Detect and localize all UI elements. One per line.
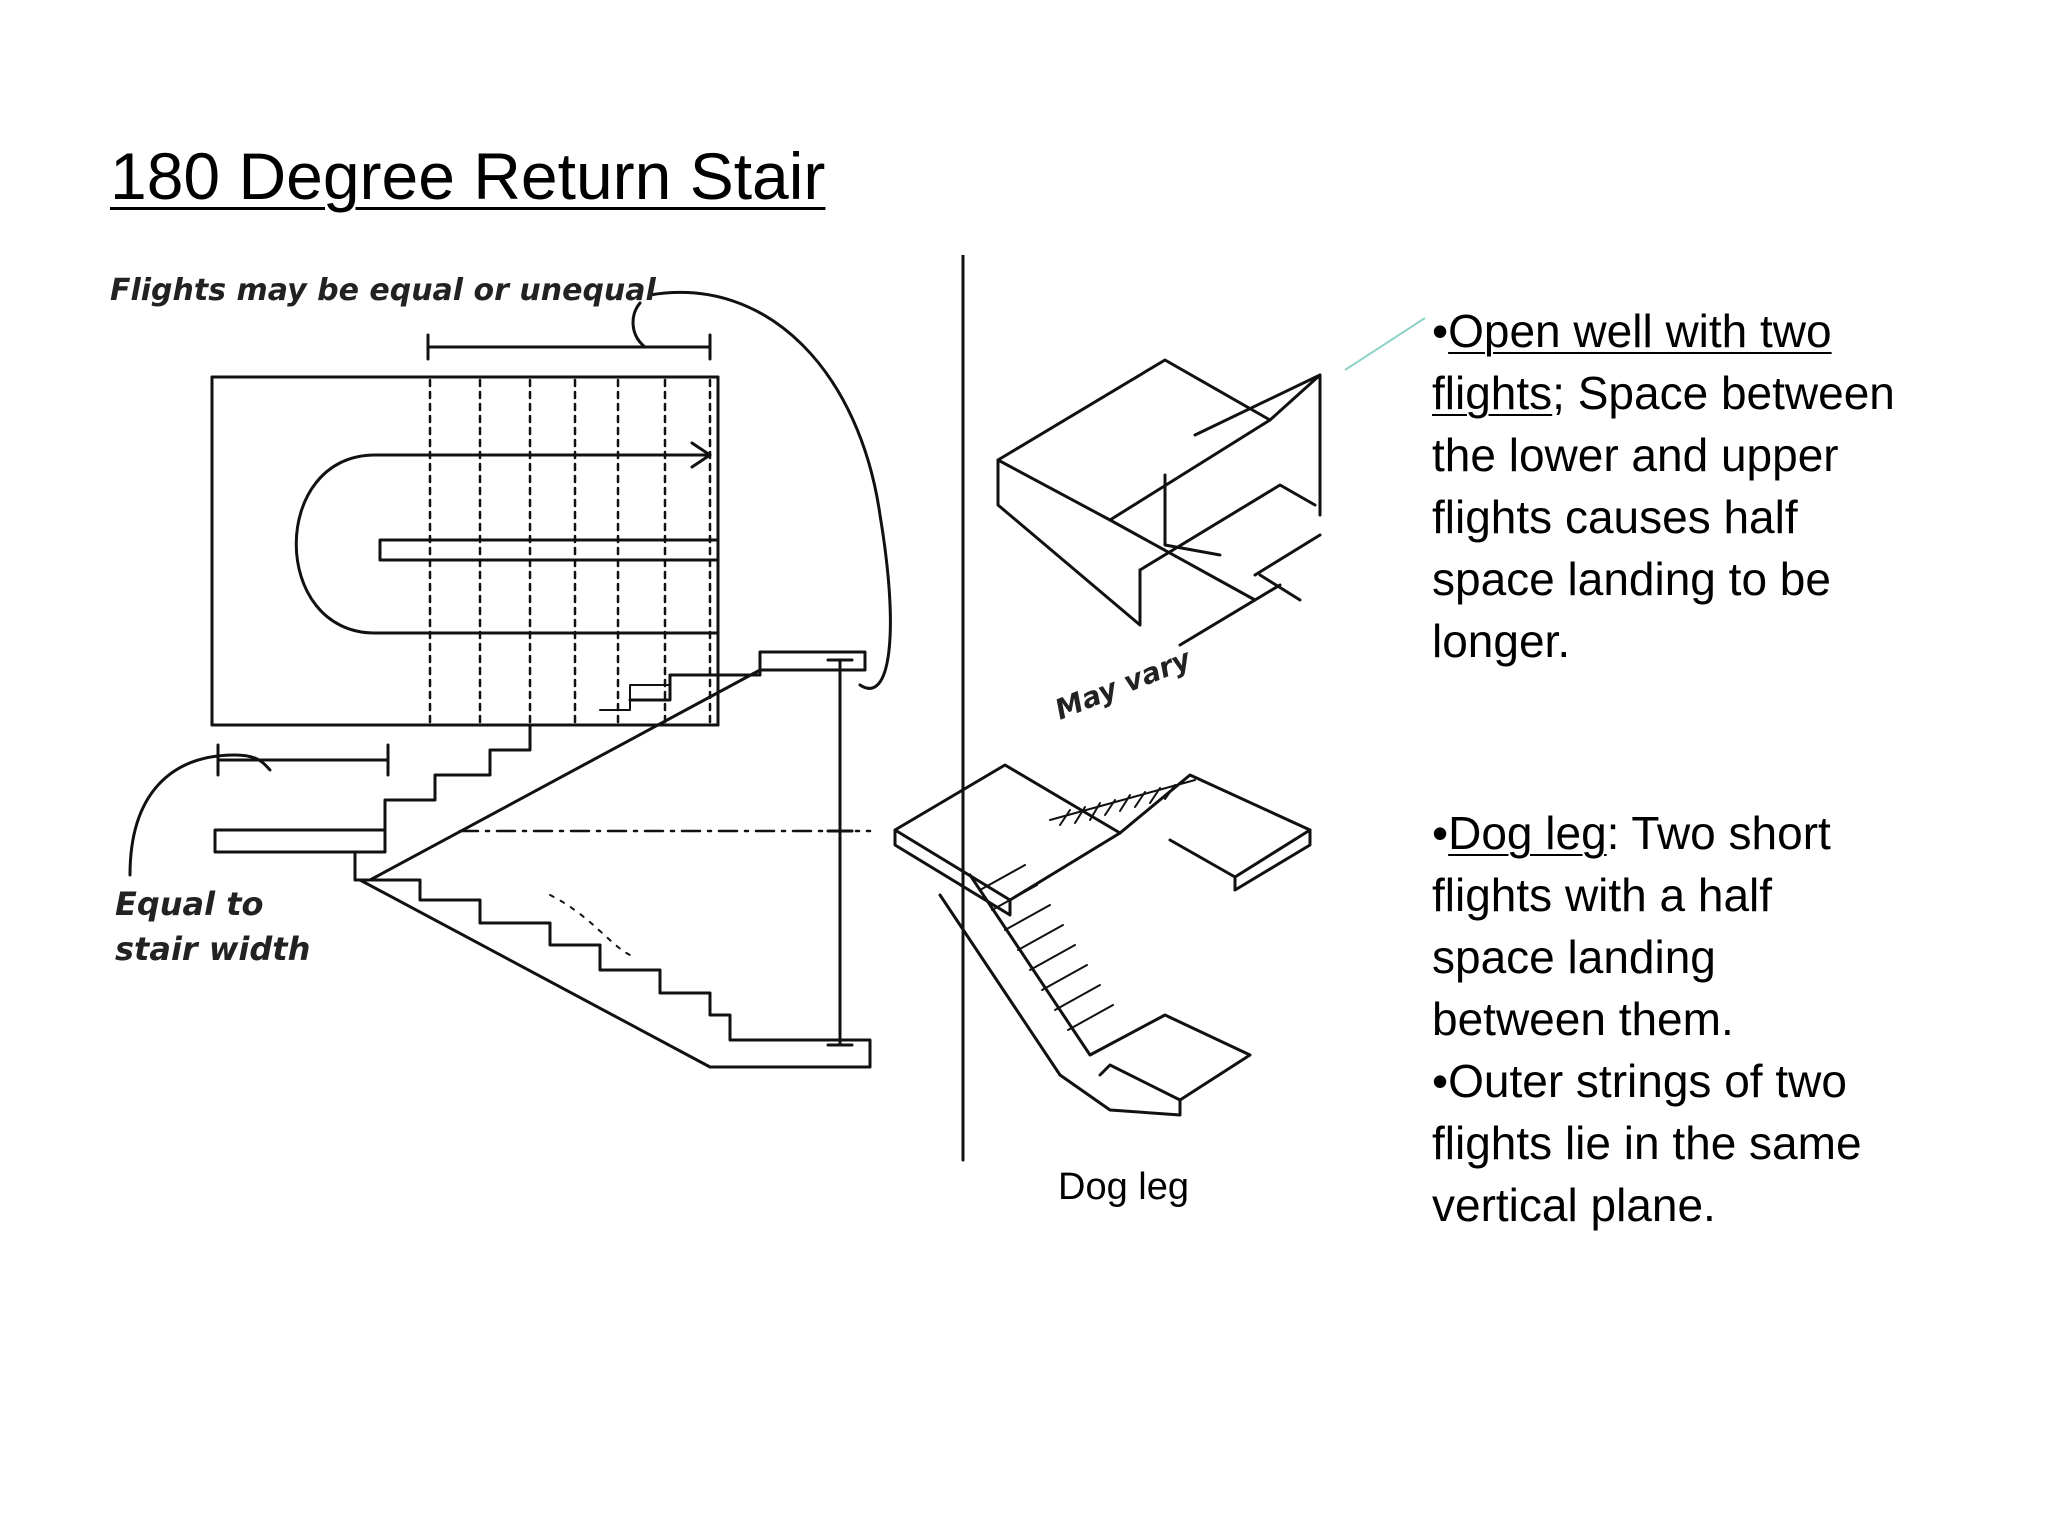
- note-may-vary-label: May vary: [1050, 642, 1197, 727]
- bullet-dog-leg: •Dog leg: Two short flights with a half …: [1432, 807, 1831, 1045]
- dog-leg-isometric: [893, 763, 1312, 1117]
- slide-title: 180 Degree Return Stair: [110, 139, 826, 213]
- open-well-isometric: [996, 358, 1322, 647]
- note-flights-label: Flights may be equal or unequal: [110, 273, 657, 308]
- note-equal-label-line2: stair width: [115, 930, 310, 968]
- bullet-open-well: •Open well with two flights; Space betwe…: [1432, 305, 1895, 667]
- term-open-well: Open well with two flights: [1432, 305, 1832, 419]
- stair-plan: [128, 291, 892, 1069]
- note-equal-label-line1: Equal to: [115, 885, 264, 923]
- dog-leg-caption: Dog leg: [1058, 1166, 1189, 1208]
- term-dog-leg: Dog leg: [1448, 807, 1607, 859]
- bullet-list: •Open well with two flights; Space betwe…: [1432, 300, 1902, 1236]
- stair-drawing: Flights may be equal or unequal Equal to…: [110, 255, 1322, 1162]
- bullet-outer-strings: •Outer strings of two flights lie in the…: [1432, 1055, 1862, 1231]
